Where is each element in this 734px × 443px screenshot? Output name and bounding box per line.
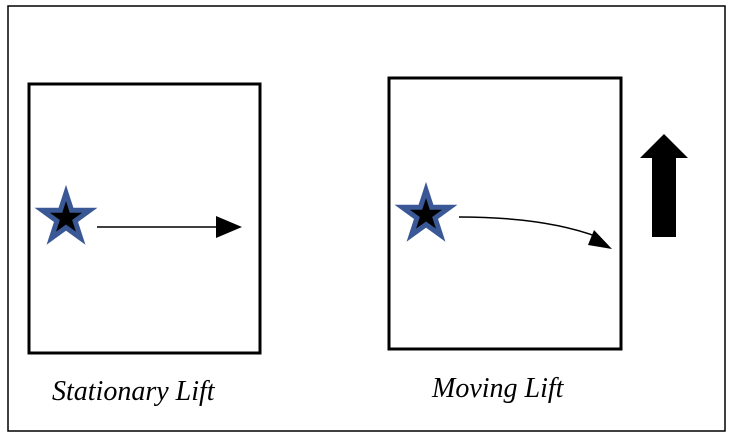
stationary-lift-panel <box>27 82 262 355</box>
star-icon <box>394 181 458 242</box>
curved-arrow-icon <box>458 216 599 238</box>
stationary-lift-box <box>27 82 262 355</box>
up-arrow-icon <box>640 134 688 237</box>
stationary-lift-caption: Stationary Lift <box>52 376 215 407</box>
star-icon <box>34 184 98 245</box>
moving-lift-box <box>387 76 623 351</box>
curved-arrowhead <box>588 230 612 249</box>
moving-lift-panel <box>387 76 623 351</box>
moving-lift-caption: Moving Lift <box>432 373 564 404</box>
outer-frame <box>7 5 726 432</box>
straight-arrowhead <box>216 216 242 238</box>
